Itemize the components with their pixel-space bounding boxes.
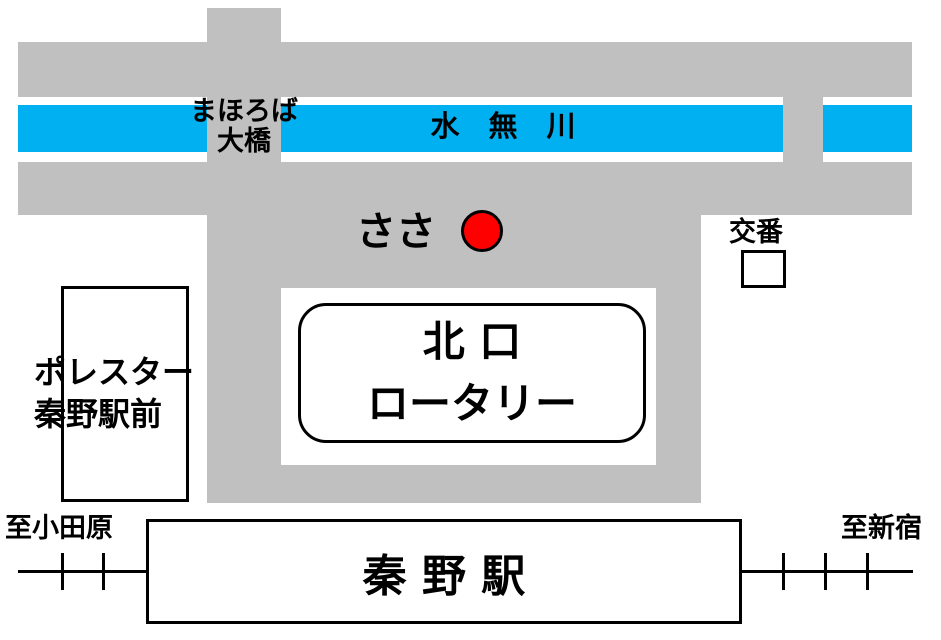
to-odawara-label: 至小田原 bbox=[5, 513, 113, 544]
railway-line-left bbox=[18, 570, 146, 573]
north-exit-rotary-shape: 北 口 ロータリー bbox=[298, 303, 646, 443]
river-label: 水 無 川 bbox=[430, 109, 576, 143]
bridge-label-line2: 大橋 bbox=[217, 126, 271, 157]
sasa-label: ささ bbox=[356, 209, 436, 255]
railway-tick bbox=[866, 553, 869, 590]
railway-tick bbox=[824, 553, 827, 590]
station-building-outline: 秦 野 駅 bbox=[146, 519, 742, 624]
road-vertical-right bbox=[783, 42, 823, 215]
sasa-location-marker-icon bbox=[461, 210, 503, 252]
polestar-label-line2: 秦野駅前 bbox=[34, 395, 163, 433]
rotary-road-right bbox=[656, 215, 701, 503]
bridge-label-line1: まほろば bbox=[190, 96, 298, 127]
polestar-label-line1: ポレスター bbox=[34, 353, 195, 391]
to-shinjuku-label: 至新宿 bbox=[841, 513, 922, 544]
koban-box bbox=[741, 250, 786, 288]
polestar-label: ポレスター 秦野駅前 bbox=[34, 351, 194, 435]
railway-tick bbox=[102, 553, 105, 590]
rotary-label-line1: 北 口 bbox=[422, 317, 522, 366]
river-band bbox=[18, 105, 912, 152]
bridge-label: まほろば 大橋 bbox=[184, 97, 304, 157]
station-label: 秦 野 駅 bbox=[362, 550, 526, 602]
rotary-label-line2: ロータリー bbox=[366, 379, 577, 428]
railway-tick bbox=[782, 553, 785, 590]
road-band-bottom bbox=[18, 162, 912, 215]
road-band-top bbox=[18, 42, 912, 97]
koban-label: 交番 bbox=[729, 217, 783, 248]
railway-line-right bbox=[742, 570, 913, 573]
railway-tick bbox=[61, 553, 64, 590]
polestar-building-outline bbox=[61, 286, 189, 502]
rotary-road-bottom bbox=[207, 465, 701, 503]
